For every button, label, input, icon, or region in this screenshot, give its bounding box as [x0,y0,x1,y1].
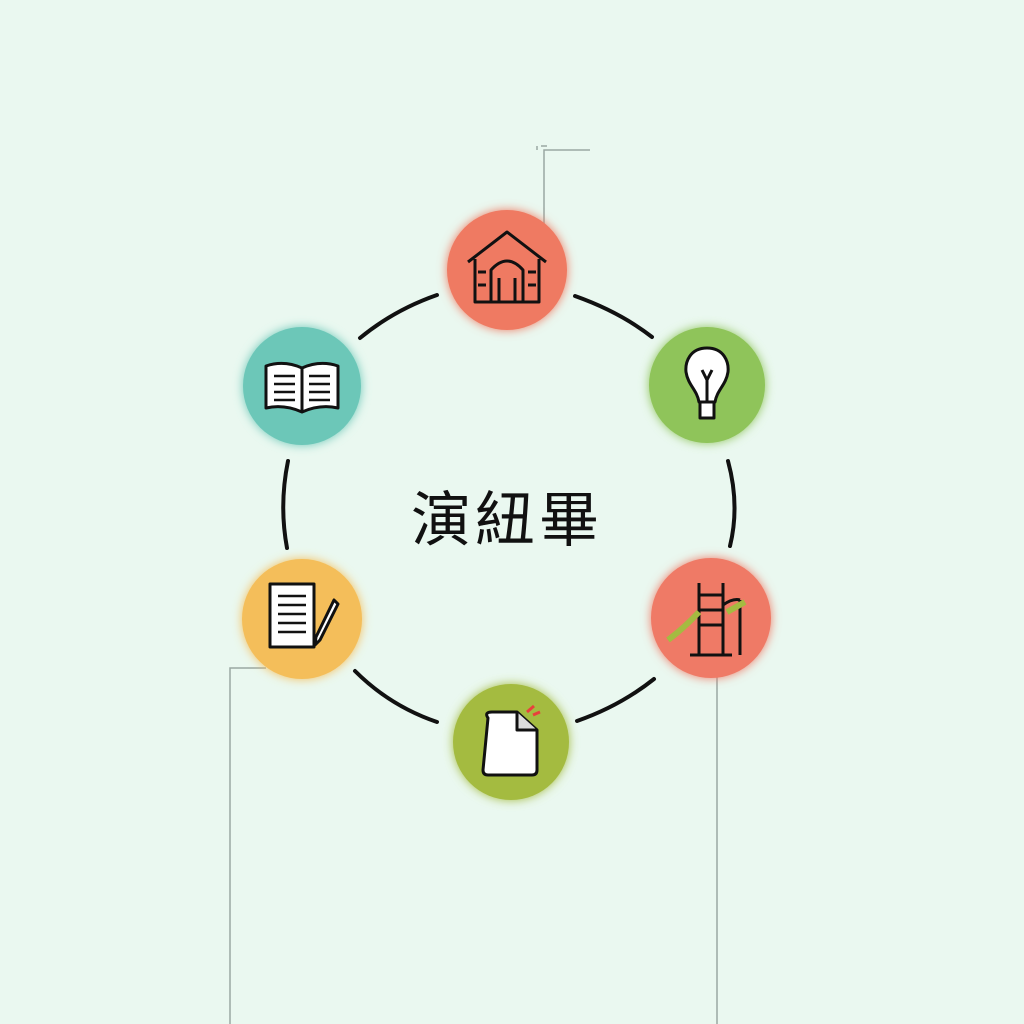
document-icon [481,704,541,777]
ring-arc [726,459,737,548]
node-document [453,684,569,800]
open-book-icon [264,361,340,414]
lightbulb-icon [684,346,730,420]
node-playground [651,558,771,678]
node-lightbulb [649,327,765,443]
school-building-icon [467,230,547,304]
notepad-pencil-icon [268,582,340,649]
playground-slide-icon [666,583,747,657]
ring-arc [575,677,656,723]
ring-arc [353,669,439,724]
ring-arc [573,294,654,339]
node-notepad [242,559,362,679]
node-school [447,210,567,330]
top-connector [543,149,590,225]
center-title: 演紐畢 [411,485,603,556]
ring-arc [358,293,439,340]
left-connector [229,667,266,1024]
cycle-ring [281,293,737,724]
node-book [243,327,361,445]
connector-lines [229,145,718,1024]
ring-arc [281,459,290,550]
top-connector-tick [536,145,547,150]
